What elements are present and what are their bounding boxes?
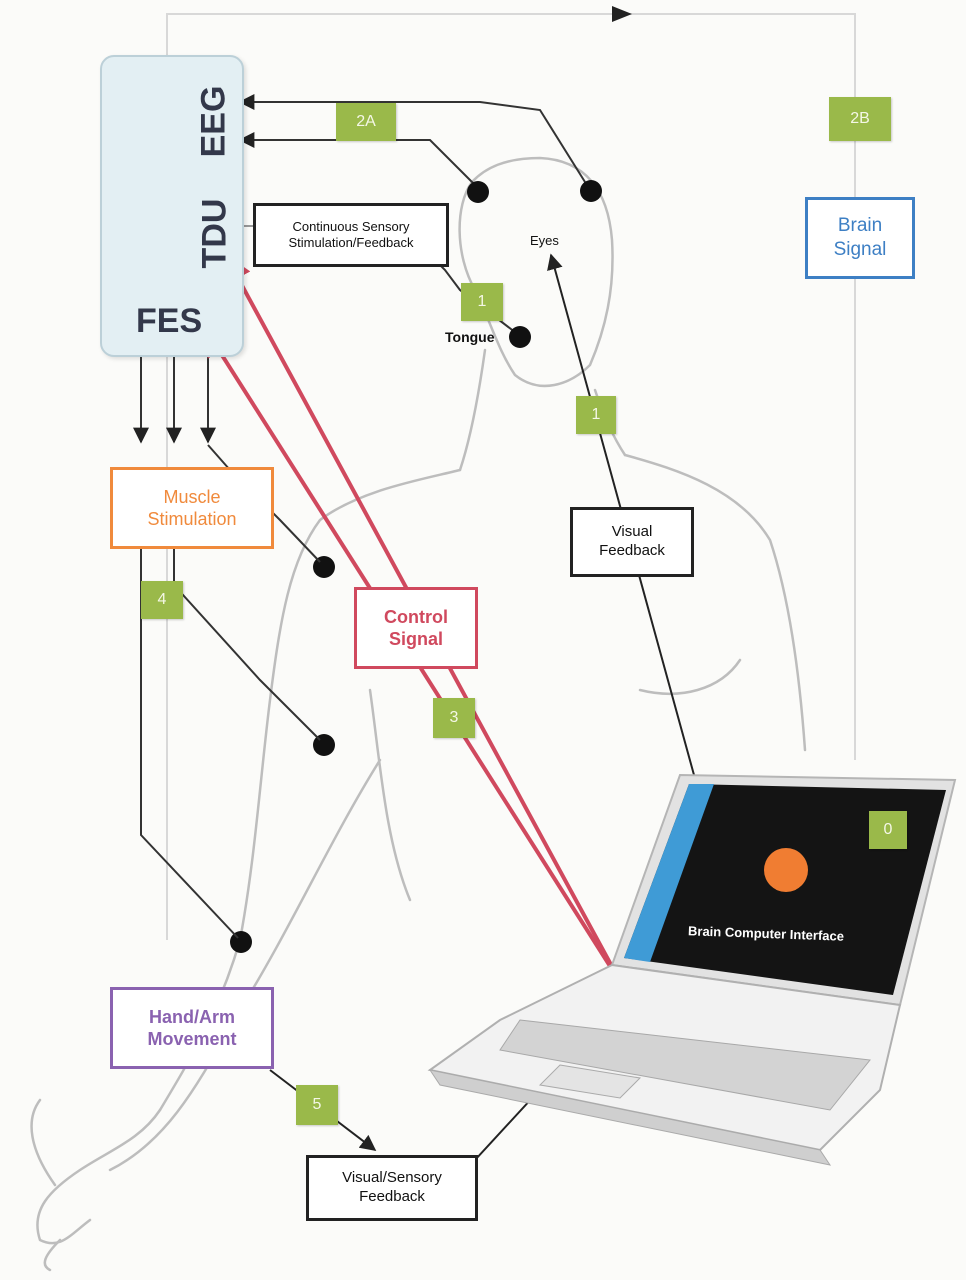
laptop-touchpad [538,1064,642,1099]
marker-3: 3 [433,698,475,738]
electrodes [230,180,602,953]
bci-target-dot [764,848,808,892]
visual-feedback-box: Visual Feedback [570,507,694,577]
marker-4: 4 [141,581,183,619]
muscle-stimulation-box: Muscle Stimulation [110,467,274,549]
brain-signal-box: Brain Signal [805,197,915,279]
tdu-label: TDU [195,198,234,269]
marker-1-tongue: 1 [461,283,503,321]
eeg-electrode-left [467,181,489,203]
tongue-electrode [509,326,531,348]
marker-2b: 2B [829,97,891,141]
tongue-label: Tongue [445,329,495,345]
fes-label: FES [136,302,203,340]
visual-sensory-feedback-box: Visual/Sensory Feedback [306,1155,478,1221]
marker-5: 5 [296,1085,338,1125]
eyes-label: Eyes [530,233,559,248]
laptop-keyboard [499,1019,871,1111]
laptop-screen-sidebar [624,784,714,962]
continuous-sensory-box: Continuous Sensory Stimulation/Feedback [253,203,449,267]
hand-arm-movement-box: Hand/Arm Movement [110,987,274,1069]
marker-0: 0 [869,811,907,849]
eeg-electrode-right [580,180,602,202]
marker-2a: 2A [336,103,396,141]
marker-1-visual: 1 [576,396,616,434]
eeg-label: EEG [194,85,233,158]
fes-output-wires [133,355,321,939]
eeg-tdu-fes-device [100,55,244,357]
control-signal-box: Control Signal [354,587,478,669]
